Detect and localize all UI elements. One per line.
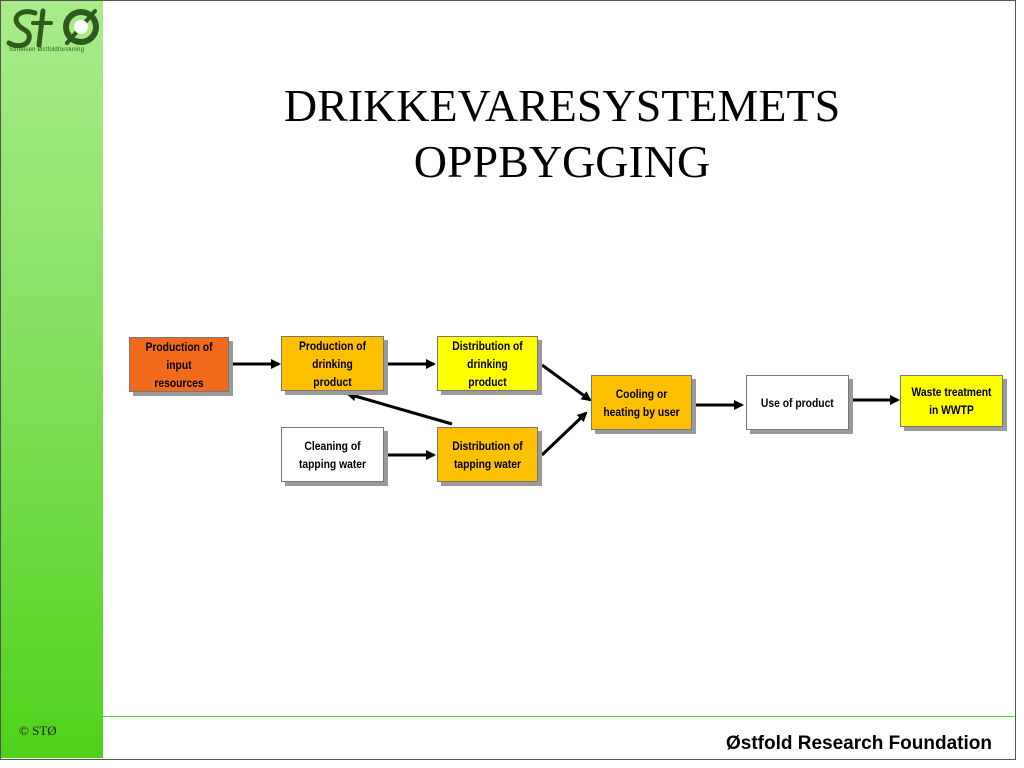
box-label: Production of drinking product bbox=[298, 338, 367, 389]
box-label: Distribution of drinking product bbox=[452, 338, 523, 389]
copyright-notice: © STØ bbox=[19, 723, 57, 738]
title-line-1: DRIKKEVARESYSTEMETS bbox=[283, 80, 841, 131]
box-label: Production of input resources bbox=[145, 339, 213, 390]
title-line-2: OPPBYGGING bbox=[413, 136, 711, 187]
box-cleaning-tapping-water: Cleaning of tapping water bbox=[281, 427, 384, 482]
box-label: Use of product bbox=[761, 395, 834, 410]
sto-logo-icon bbox=[6, 8, 99, 49]
box-waste-treatment-wwtp: Waste treatment in WWTP bbox=[900, 375, 1003, 427]
box-distribution-drinking-product: Distribution of drinking product bbox=[437, 336, 538, 391]
logo-caption: Stiftelsen Østfoldforskning bbox=[9, 47, 85, 53]
box-label: Distribution of tapping water bbox=[452, 438, 523, 471]
box-label: Cleaning of tapping water bbox=[298, 438, 367, 471]
box-label: Waste treatment in WWTP bbox=[911, 385, 992, 417]
slide-title: DRIKKEVARESYSTEMETS OPPBYGGING bbox=[180, 78, 944, 190]
footer-organization: Østfold Research Foundation bbox=[725, 733, 992, 754]
box-production-drinking-product: Production of drinking product bbox=[281, 336, 384, 391]
box-production-input-resources: Production of input resources bbox=[129, 337, 229, 392]
box-distribution-tapping-water: Distribution of tapping water bbox=[437, 427, 538, 482]
box-use-of-product: Use of product bbox=[746, 375, 849, 430]
footer-divider bbox=[103, 716, 1015, 717]
box-cooling-heating-user: Cooling or heating by user bbox=[591, 375, 692, 430]
sidebar: Stiftelsen Østfoldforskning © STØ bbox=[1, 1, 103, 758]
box-label: Cooling or heating by user bbox=[603, 386, 680, 419]
